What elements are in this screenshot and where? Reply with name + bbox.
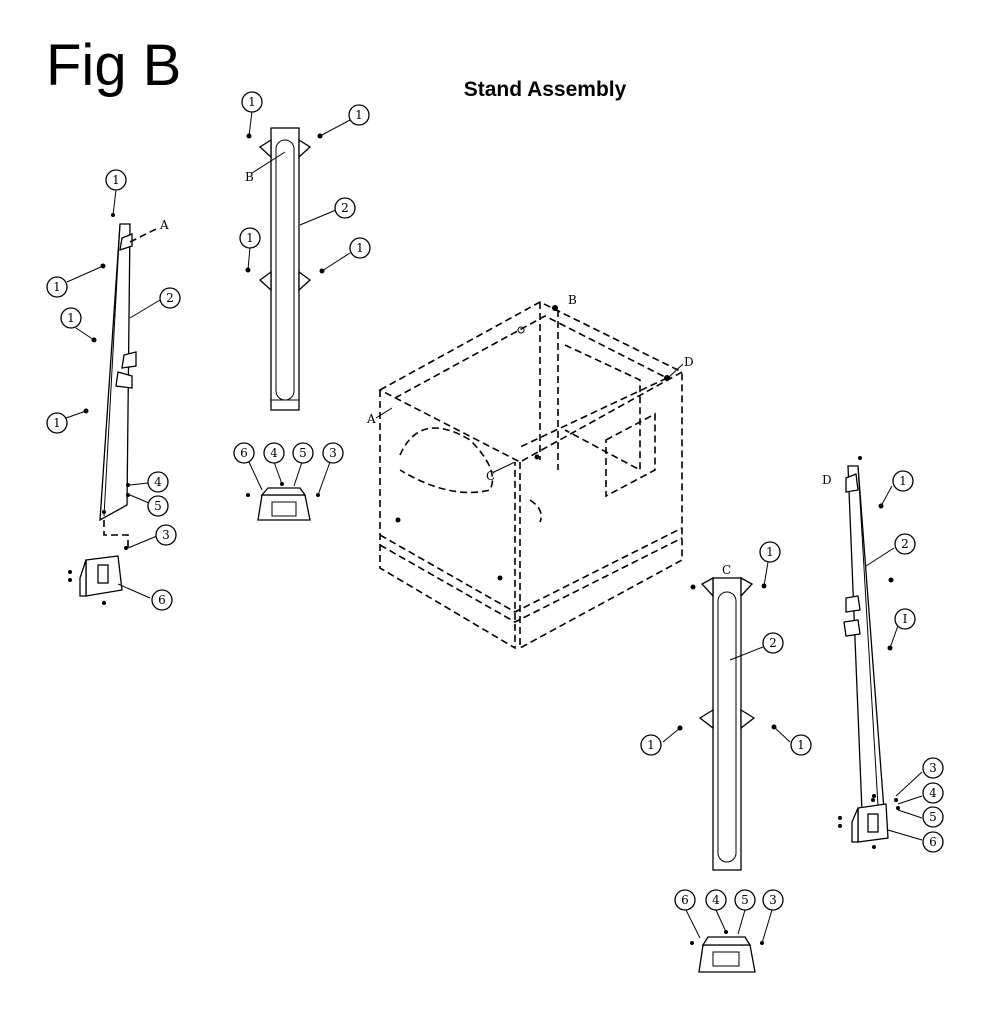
callout-4: 4: [705, 889, 727, 911]
callout-1: 1: [790, 734, 812, 756]
leg-b: [245, 127, 325, 411]
leader-lines: [65, 110, 923, 944]
svg-text:2: 2: [901, 537, 909, 551]
svg-text:2: 2: [341, 201, 349, 215]
svg-text:1: 1: [797, 738, 805, 752]
callout-3: 3: [922, 757, 944, 779]
callout-1: 1: [46, 276, 68, 298]
callout-5: 5: [922, 806, 944, 828]
callouts: 1 1 2 1 1 1 1 2 1 1 4 5 3 6 6 4 5 3 1 2 …: [46, 91, 944, 911]
callout-1: 1: [241, 91, 263, 113]
svg-text:2: 2: [769, 636, 777, 650]
letter-d-leg: D: [822, 473, 832, 487]
callout-2: 2: [334, 197, 356, 219]
letter-a-leg: A: [159, 218, 169, 232]
svg-text:I: I: [903, 612, 908, 626]
callout-1: 1: [239, 227, 261, 249]
callout-5: 5: [292, 442, 314, 464]
foot-a: [68, 520, 129, 605]
svg-text:1: 1: [246, 231, 254, 245]
callout-1: 1: [348, 104, 370, 126]
callout-3: 3: [322, 442, 344, 464]
svg-text:5: 5: [154, 499, 162, 513]
svg-text:1: 1: [355, 108, 363, 122]
callout-6: 6: [922, 831, 944, 853]
letter-c-cabinet: C: [486, 469, 495, 483]
svg-text:1: 1: [248, 95, 256, 109]
svg-text:1: 1: [53, 416, 61, 430]
svg-text:3: 3: [769, 893, 777, 907]
callout-2: 2: [894, 533, 916, 555]
callout-1: 1: [60, 307, 82, 329]
svg-text:6: 6: [929, 835, 937, 849]
callout-6: 6: [151, 589, 173, 611]
callout-4: 4: [263, 442, 285, 464]
svg-text:4: 4: [712, 893, 720, 907]
svg-text:3: 3: [329, 446, 337, 460]
callout-1: 1: [759, 541, 781, 563]
svg-text:1: 1: [112, 173, 120, 187]
callout-3: 3: [762, 889, 784, 911]
svg-text:1: 1: [647, 738, 655, 752]
figure-label: Fig B: [46, 33, 182, 98]
svg-text:5: 5: [299, 446, 307, 460]
leg-c: [677, 576, 777, 871]
svg-text:2: 2: [166, 291, 174, 305]
callout-1: 1: [892, 470, 914, 492]
callout-1: 1: [46, 412, 68, 434]
svg-text:1: 1: [899, 474, 907, 488]
letter-d-cabinet: D: [684, 355, 694, 369]
callout-6: 6: [674, 889, 696, 911]
svg-text:1: 1: [766, 545, 774, 559]
svg-text:4: 4: [154, 475, 162, 489]
svg-text:6: 6: [158, 593, 166, 607]
letter-a-cabinet: A: [366, 412, 376, 426]
svg-text:1: 1: [67, 311, 75, 325]
diagram-title: Stand Assembly: [463, 78, 627, 101]
callout-1: 1: [105, 169, 127, 191]
callout-1: 1: [640, 734, 662, 756]
svg-text:5: 5: [929, 810, 937, 824]
svg-text:4: 4: [270, 446, 278, 460]
leg-a: [83, 213, 137, 522]
callout-6: 6: [233, 442, 255, 464]
callout-4: 4: [147, 471, 169, 493]
svg-text:4: 4: [929, 786, 937, 800]
callout-3: 3: [155, 524, 177, 546]
callout-5: 5: [147, 495, 169, 517]
callout-1: 1: [349, 237, 371, 259]
callout-2: 2: [159, 287, 181, 309]
svg-text:5: 5: [741, 893, 749, 907]
svg-text:1: 1: [356, 241, 364, 255]
svg-text:6: 6: [240, 446, 248, 460]
callout-1-alt: I: [894, 608, 916, 630]
letter-b-leg: B: [245, 170, 254, 184]
svg-text:6: 6: [681, 893, 689, 907]
callout-5: 5: [734, 889, 756, 911]
foot-c: [690, 930, 764, 973]
letter-b-cabinet: B: [568, 293, 577, 307]
foot-d: [838, 794, 900, 849]
cabinet: [378, 301, 684, 650]
letter-c-leg: C: [722, 563, 731, 577]
svg-text:3: 3: [929, 761, 937, 775]
leg-d: [843, 456, 894, 813]
svg-text:3: 3: [162, 528, 170, 542]
callout-2: 2: [762, 632, 784, 654]
foot-b: [246, 482, 320, 521]
svg-text:1: 1: [53, 280, 61, 294]
callout-4: 4: [922, 782, 944, 804]
